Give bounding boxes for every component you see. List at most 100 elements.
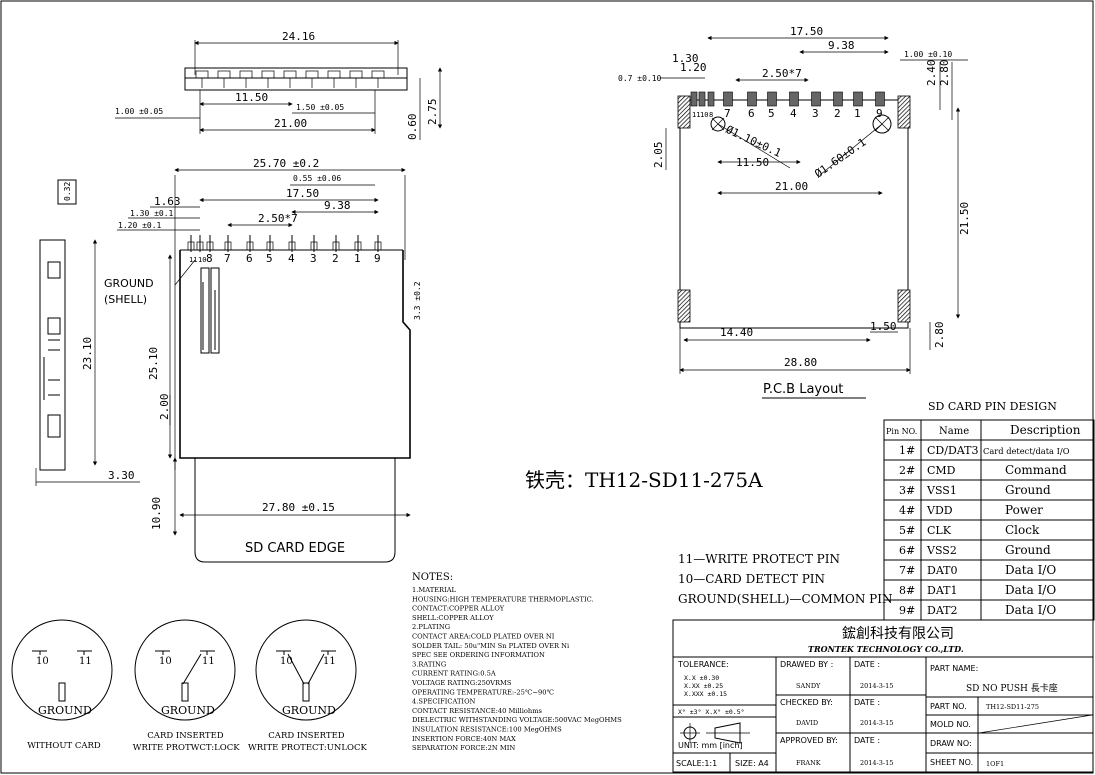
switch-ground-label: GROUND (282, 704, 336, 717)
top-dim-0-60: 0.60 (406, 114, 419, 141)
switch-ground-contact (302, 682, 310, 702)
part-name-label: PART NAME: (930, 664, 978, 673)
switch-ground-contact (181, 682, 189, 702)
front-dim-10-90: 10.90 (150, 497, 163, 530)
pin-table-pin: 9# (899, 604, 915, 617)
switch-pin-11: 11 (202, 656, 215, 667)
pcb-pad-label: 4 (790, 107, 797, 120)
pcb-dim-hole-1-10: Ø1.10±0.1 (724, 123, 784, 160)
front-pin-body (266, 241, 274, 251)
note-line: CURRENT RATING:0.5A (412, 670, 496, 678)
top-contact-tooth (283, 70, 297, 79)
checked-by-name: DAVID (796, 719, 818, 727)
note-line: CONTACT AREA:COLD PLATED OVER NI (412, 633, 555, 641)
date-2: 2014-3-15 (860, 719, 893, 727)
side-dim-0-32: 0.32 (63, 182, 72, 201)
pcb-pad (723, 91, 733, 107)
pcb-dim-hole-1-60: Ø1.60±0.1 (812, 136, 868, 181)
pcb-layout: 17.50 9.38 1.30 1.20 0.7 ±0.10 2.50*7 1.… (618, 25, 971, 399)
pcb-dim-2-05: 2.05 (652, 142, 665, 169)
pcb-pad-label: 8 (709, 111, 713, 119)
pcb-pad-label: 1 (854, 107, 861, 120)
date-1: 2014-3-15 (860, 682, 893, 690)
top-dim-21-00: 21.00 (274, 117, 307, 130)
top-contact-tooth (239, 70, 253, 79)
pcb-dim-2-40: 2.40 (925, 60, 938, 87)
pcb-layout-title: P.C.B Layout (763, 382, 843, 397)
front-dim-25-10: 25.10 (147, 347, 160, 380)
note-line: CONTACT:COPPER ALLOY (412, 605, 505, 613)
front-dim-1-63: 1.63 (154, 195, 181, 208)
top-dim-11-50: 11.50 (235, 91, 268, 104)
pin-table-pin: 1# (899, 444, 915, 457)
pcb-dim-28-80: 28.80 (784, 356, 817, 369)
pcb-pad-label: 2 (834, 107, 841, 120)
pcb-pad (707, 91, 715, 107)
front-pin-body (196, 241, 204, 251)
pin-table-desc: Ground (1005, 483, 1051, 497)
pin-table-header-pin: Pin NO. (886, 427, 917, 436)
note-line: SHELL:COPPER ALLOY (412, 614, 494, 622)
front-pin-label: 8 (206, 252, 213, 265)
pin-table-name: VSS2 (926, 544, 957, 557)
note-line: HOUSING:HIGH TEMPERATURE THERMOPLASTIC. (412, 595, 594, 603)
pin-table-header-name: Name (939, 426, 969, 437)
front-pin-body (310, 241, 318, 251)
front-pin-body (206, 241, 214, 251)
pcb-pad-label: 11 (692, 111, 700, 119)
top-contact-tooth (327, 70, 341, 79)
part-no-value: TH12-SD11-275 (986, 703, 1039, 711)
front-pin-label: 9 (374, 252, 381, 265)
pcb-pad (875, 91, 885, 107)
switch-caption: WITHOUT CARD (27, 741, 101, 751)
front-dim-3-3: 3.3 ±0.2 (413, 281, 422, 320)
pin-table-name: VSS1 (926, 484, 957, 497)
pcb-dim-2-50x7: 2.50*7 (762, 67, 802, 80)
note-line: 2.PLATING (412, 623, 450, 631)
note-line: INSULATION RESISTANCE:100 MegOHMS (412, 726, 562, 734)
pin-table-desc: Data I/O (1005, 563, 1056, 577)
part-name-value: SD NO PUSH 長卡座 (966, 682, 1058, 694)
checked-by-label: CHECKED BY: (780, 698, 833, 707)
top-view: 24.16 1.00 ±0.05 11.50 1.50 ±0.05 21.00 … (115, 30, 443, 141)
tolerance-label: TOLERANCE: (677, 660, 729, 669)
front-pin-body (332, 241, 340, 251)
tolerance-line-1: X.X ±0.30 (684, 674, 719, 682)
front-pin-label: 10 (198, 256, 206, 264)
pin-note-1: 11—WRITE PROTECT PIN (678, 552, 840, 566)
front-pin-label: 6 (246, 252, 253, 265)
drawn-by-label: DRAWED BY : (780, 660, 833, 669)
card-edge-label: SD CARD EDGE (245, 541, 345, 556)
front-pin-body (224, 241, 232, 251)
switch-outline (255, 619, 357, 721)
top-contact-tooth (217, 70, 231, 79)
front-dim-2-00: 2.00 (158, 394, 171, 421)
switch-ground-contact (58, 682, 66, 702)
approved-by-label: APPROVED BY: (780, 736, 838, 745)
pcb-pad (811, 91, 821, 107)
scale-label: SCALE:1:1 (676, 759, 717, 768)
pin-table-name: CMD (927, 464, 956, 477)
pcb-dim-0-7: 0.7 ±0.10 (618, 74, 662, 83)
front-pin-label: 2 (332, 252, 339, 265)
title-block: 鋐創科技有限公司 TRONTEK TECHNOLOGY CO.,LTD. TOL… (672, 619, 1094, 773)
pcb-pad (698, 91, 706, 107)
pin-table-desc: Data I/O (1005, 583, 1056, 597)
pcb-dim-11-50: 11.50 (736, 156, 769, 169)
pin-table-name: CD/DAT3 (927, 444, 978, 457)
note-line: OPERATING TEMPERATURE:-25℃~90℃ (412, 688, 554, 696)
pin-note-3: GROUND(SHELL)—COMMON PIN (678, 592, 893, 606)
pin-table-pin: 8# (899, 584, 915, 597)
side-view: 0.32 23.10 3.30 (35, 179, 140, 486)
front-pin-body (288, 241, 296, 251)
pcb-dim-14-40: 14.40 (720, 326, 753, 339)
pin-table-pin: 2# (899, 464, 915, 477)
switch-ground-label: GROUND (38, 704, 92, 717)
angle-tolerance: X° ±3° X.X° ±0.5° (678, 708, 745, 716)
pin-table-pin: 7# (899, 564, 915, 577)
pcb-dim-2-80-top: 2.80 (938, 60, 951, 87)
